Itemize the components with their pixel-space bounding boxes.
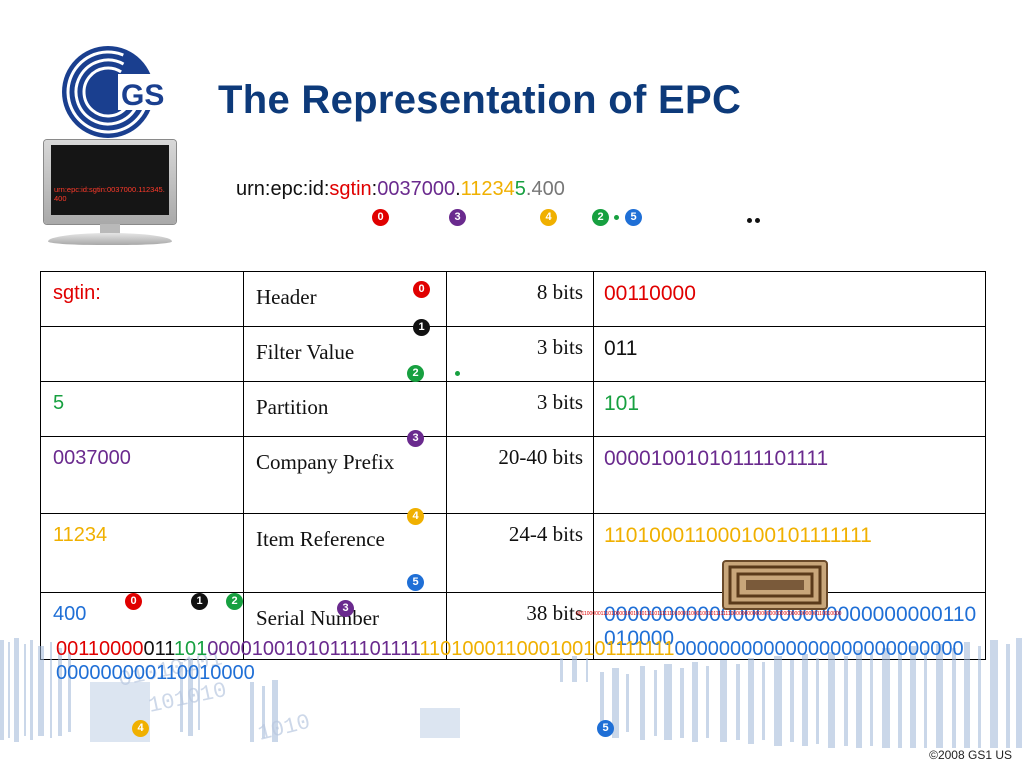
marker-4-bottom: 4 bbox=[132, 720, 149, 737]
table-cell-binary: 011 bbox=[593, 326, 986, 382]
svg-text:GS1: GS1 bbox=[121, 79, 164, 112]
table-cell-value: 400 bbox=[40, 592, 244, 660]
table-cell-length: 20-40 bits bbox=[446, 436, 594, 514]
table-row: Filter Value 3 bits 011 bbox=[40, 326, 986, 382]
marker-1-bottom: 1 bbox=[191, 593, 208, 610]
rfid-tag-image bbox=[722, 560, 828, 610]
table-cell-value: sgtin: bbox=[40, 271, 244, 327]
urn-scheme: sgtin bbox=[329, 178, 372, 200]
table-cell-length: 3 bits bbox=[446, 381, 594, 437]
bits-company: 00001001010111101111 bbox=[207, 638, 420, 660]
bits-filter: 011 bbox=[143, 638, 174, 660]
marker-4-urn: 4 bbox=[540, 209, 557, 226]
urn-prefix: urn:epc:id: bbox=[236, 178, 330, 200]
urn-company: 0037000 bbox=[377, 178, 456, 200]
full-bitstring: 0011000001110100001001010111101111110100… bbox=[56, 637, 968, 685]
urn-digit: 5 bbox=[514, 178, 526, 200]
table-cell-binary: 00110000 bbox=[593, 271, 986, 327]
marker-0-header: 0 bbox=[413, 281, 430, 298]
table-cell-binary: 101 bbox=[593, 381, 986, 437]
epc-table: sgtin: Header 8 bits 00110000 Filter Val… bbox=[40, 271, 986, 660]
marker-0-bottom: 0 bbox=[125, 593, 142, 610]
urn-serial: 400 bbox=[531, 178, 565, 200]
urn-item: 11234 bbox=[460, 178, 515, 200]
dot-black-2 bbox=[755, 218, 760, 223]
urn-dot-1: . bbox=[455, 178, 461, 200]
table-cell-field: Partition bbox=[243, 381, 447, 437]
table-cell-value: 11234 bbox=[40, 513, 244, 593]
table-row: 11234 Item Reference 24-4 bits 110100011… bbox=[40, 513, 986, 593]
dot-green bbox=[614, 215, 619, 220]
table-cell-binary: 00001001010111101111 bbox=[593, 436, 986, 514]
tv-screen-text: urn:epc:id:sgtin:0037000.112345.400 bbox=[54, 185, 165, 203]
marker-5-bottom: 5 bbox=[597, 720, 614, 737]
marker-1-filter: 1 bbox=[413, 319, 430, 336]
urn-colon: : bbox=[371, 178, 378, 200]
table-cell-value: 5 bbox=[40, 381, 244, 437]
table-cell-value: 0037000 bbox=[40, 436, 244, 514]
table-cell-length: 8 bits bbox=[446, 271, 594, 327]
bits-header: 00110000 bbox=[56, 638, 144, 660]
copyright-text: ©2008 GS1 US bbox=[929, 748, 1012, 762]
slide-title: The Representation of EPC bbox=[218, 78, 742, 122]
barcode-background-image: 01010101 101010 1010 bbox=[0, 612, 1024, 752]
marker-3-urn: 3 bbox=[449, 209, 466, 226]
table-row: 5 Partition 3 bits 101 bbox=[40, 381, 986, 437]
table-cell-value bbox=[40, 326, 244, 382]
bits-serial: 0000000000000000000000000000000000011001… bbox=[56, 638, 964, 684]
marker-3-company: 3 bbox=[407, 430, 424, 447]
marker-0-urn: 0 bbox=[372, 209, 389, 226]
marker-2-bottom: 2 bbox=[226, 593, 243, 610]
tv-monitor-image: urn:epc:id:sgtin:0037000.112345.400 bbox=[40, 140, 180, 248]
marker-5-serial: 5 bbox=[407, 574, 424, 591]
dot-black bbox=[747, 218, 752, 223]
marker-3-bottom: 3 bbox=[337, 600, 354, 617]
marker-2-partition: 2 bbox=[407, 365, 424, 382]
dot-green-partition bbox=[455, 371, 460, 376]
table-cell-field: Header bbox=[243, 271, 447, 327]
bits-partition: 101 bbox=[173, 638, 208, 660]
bits-item: 110100011000100101111111 bbox=[419, 638, 675, 660]
urn-dot-2: . bbox=[525, 178, 532, 200]
tiny-bitstring: 0011000001110100001001010111101111110100… bbox=[576, 611, 842, 617]
gs1-logo: GS1 bbox=[60, 44, 181, 140]
marker-4-item: 4 bbox=[407, 508, 424, 525]
urn-line: urn:epc:id:sgtin:0037000.112345.400 bbox=[236, 178, 565, 201]
table-cell-field: Company Prefix bbox=[243, 436, 447, 514]
table-cell-length: 24-4 bits bbox=[446, 513, 594, 593]
marker-5-urn: 5 bbox=[625, 209, 642, 226]
table-row: 0037000 Company Prefix 20-40 bits 000010… bbox=[40, 436, 986, 514]
table-cell-length: 38 bits bbox=[446, 592, 594, 660]
table-row: sgtin: Header 8 bits 00110000 bbox=[40, 271, 986, 327]
table-cell-length: 3 bits bbox=[446, 326, 594, 382]
marker-2-urn: 2 bbox=[592, 209, 609, 226]
